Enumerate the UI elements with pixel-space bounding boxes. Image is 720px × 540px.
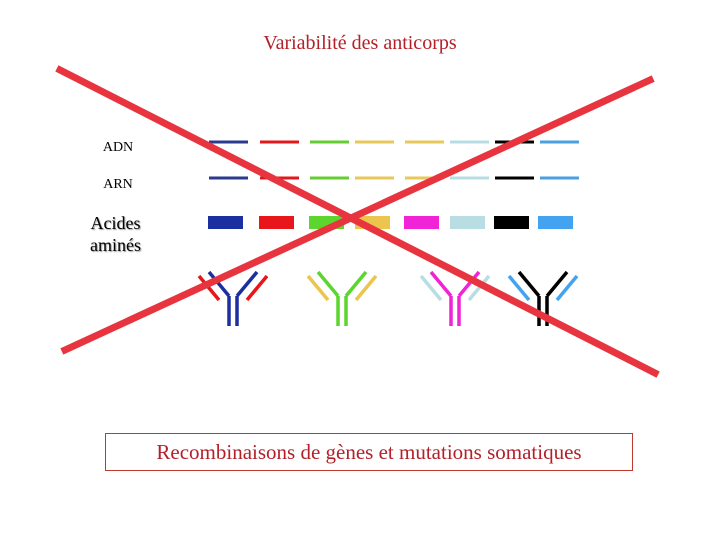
amino-acid-block	[404, 216, 439, 229]
antibody	[197, 270, 269, 326]
antibody-heavy-arm	[235, 270, 259, 298]
dna-label: ADN	[102, 140, 134, 155]
antibody-light-chain	[197, 274, 221, 302]
antibody-heavy-arm	[517, 270, 541, 298]
antibody-heavy-arm	[545, 270, 569, 298]
amino-acids-label-line2: aminés	[90, 235, 141, 255]
amino-acid-block	[494, 216, 529, 229]
caption-box: Recombinaisons de gènes et mutations som…	[105, 433, 633, 471]
antibody-light-chain	[245, 274, 269, 302]
amino-acids-label-line1: Acides	[90, 213, 141, 233]
amino-acid-block	[450, 216, 485, 229]
cross-out-mark	[55, 65, 660, 378]
antibody-light-chain	[507, 274, 531, 302]
antibody-heavy-arm	[429, 270, 453, 298]
antibody-light-chain	[306, 274, 330, 302]
amino-acids-label: Acides aminés	[78, 212, 153, 256]
amino-acid-block	[259, 216, 294, 229]
antibody-heavy-arm	[207, 270, 231, 298]
cross-line	[60, 75, 655, 355]
diagram-title: Variabilité des anticorps	[263, 32, 457, 54]
amino-acid-block	[208, 216, 243, 229]
antibody-heavy-arm	[457, 270, 481, 298]
amino-acid-block-row	[208, 216, 573, 229]
rna-label: ARN	[103, 177, 133, 192]
caption-text: Recombinaisons de gènes et mutations som…	[156, 439, 582, 464]
antibody	[419, 270, 491, 326]
antibody-heavy-arm	[316, 270, 340, 298]
antibody-light-chain	[555, 274, 579, 302]
amino-acid-block	[538, 216, 573, 229]
antibody	[306, 270, 378, 326]
antibody-light-chain	[354, 274, 378, 302]
cross-line	[55, 65, 660, 378]
antibody-light-chain	[419, 274, 443, 302]
antibody-heavy-arm	[344, 270, 368, 298]
antibody-light-chain	[467, 274, 491, 302]
antibody-row	[197, 270, 579, 326]
